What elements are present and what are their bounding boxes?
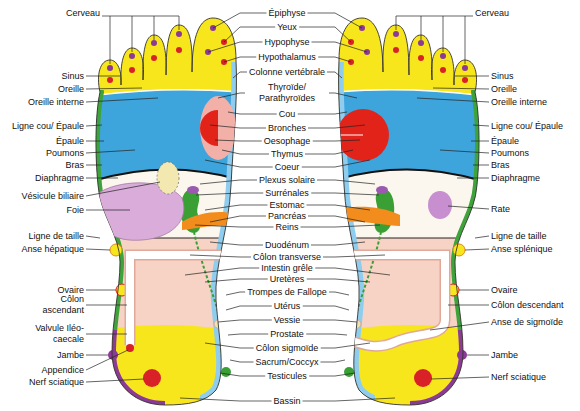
organ-label: Épaule: [491, 136, 519, 147]
organ-label: Oesophage: [262, 136, 313, 147]
organ-label: Appendice: [41, 365, 84, 376]
organ-label: Poumons: [491, 148, 529, 159]
organ-label: Bronches: [266, 123, 308, 134]
organ-label: Oreille interne: [491, 97, 547, 108]
organ-label: Thymus: [269, 149, 305, 160]
organ-label: Vésicule biliaire: [21, 191, 84, 202]
organ-label: Hypophyse: [262, 37, 311, 48]
organ-label: Cerveau: [475, 8, 509, 19]
colon: [130, 255, 232, 345]
leader-line: [396, 16, 489, 379]
colon-edge: [130, 255, 232, 345]
organ-label: Valvule Iléo-caecale: [22, 323, 84, 345]
spleen: [428, 191, 452, 219]
stomach: [341, 207, 400, 226]
organ-label: Cou: [277, 109, 298, 120]
organ-label: Bras: [65, 160, 84, 171]
organ-label: Uretères: [268, 274, 307, 285]
organ-label: Sacrum/Coccyx: [253, 357, 320, 368]
organ-label: Ligne cou/ Épaule: [12, 121, 84, 132]
organ-label: Côlon sigmoïde: [254, 343, 321, 354]
organ-label: Nerf sciatique: [491, 372, 546, 383]
organ-label: Estomac: [267, 200, 306, 211]
organ-label: Épaule: [56, 136, 84, 147]
organ-label: Poumons: [46, 148, 84, 159]
organ-label: Côlon transverse: [251, 252, 323, 263]
organ-label: Surrénales: [263, 188, 311, 199]
thyroid-zone: [200, 96, 236, 160]
organ-label: Ligne de taille: [28, 231, 84, 242]
organ-label: Reins: [273, 222, 300, 233]
organ-label: Thyroïde/ Parathyroïdes: [245, 82, 329, 104]
organ-label: Oreille interne: [28, 97, 84, 108]
leader-line: [180, 13, 395, 401]
gallbladder: [157, 162, 179, 194]
organ-label: Rate: [491, 204, 510, 215]
organ-label: Anse splénique: [491, 244, 553, 255]
leader-line: [86, 16, 179, 382]
organ-label: Plexus solaire: [257, 175, 317, 186]
organ-label: Anse hépatique: [21, 244, 84, 255]
organ-label: Sinus: [61, 71, 84, 82]
organ-label: Ligne de taille: [491, 231, 547, 242]
heart-line: [335, 135, 363, 136]
organ-label: Bassin: [271, 396, 302, 407]
stomach: [182, 212, 234, 230]
organ-label: Jambe: [491, 350, 518, 361]
organ-label: Cerveau: [66, 8, 100, 19]
organ-label: Duodénum: [263, 240, 311, 251]
organ-label: Pancréas: [266, 211, 308, 222]
leader-lines: [86, 13, 489, 401]
organ-label: Nerf sciatique: [29, 377, 84, 388]
organ-label: Oreille: [58, 84, 84, 95]
organ-label: Jambe: [57, 350, 84, 361]
organ-label: Oreille: [491, 84, 517, 95]
colon: [343, 255, 445, 346]
organ-label: Prostate: [268, 329, 306, 340]
organ-label: Épiphyse: [266, 8, 307, 19]
organ-label: Foie: [66, 205, 84, 216]
organ-label: Hypothalamus: [256, 52, 318, 63]
organ-label: Yeux: [275, 22, 299, 33]
organ-label: Ovaire: [491, 285, 518, 296]
organ-label: Bras: [491, 160, 510, 171]
organ-label: Testicules: [265, 371, 309, 382]
organ-label: Utérus: [272, 301, 303, 312]
organ-label: Colonne vertébrale: [247, 67, 327, 78]
organ-label: Ovaire: [57, 285, 84, 296]
organ-label: Anse de sigmoïde: [491, 317, 563, 328]
organ-label: Intestin grêle: [259, 263, 315, 274]
organ-label: Vessie: [272, 315, 303, 326]
organ-label: Diaphragme: [491, 173, 540, 184]
organ-label: Côlon descendant: [491, 300, 564, 311]
organ-label: Sinus: [491, 71, 514, 82]
colon-edge: [343, 255, 445, 346]
organ-label: Coeur: [273, 162, 302, 173]
organ-label: Côlon ascendant: [32, 294, 84, 316]
organ-label: Trompes de Fallope: [245, 287, 329, 298]
appendix-dot: [126, 344, 134, 352]
heart-zone: [200, 110, 218, 146]
organ-label: Ligne cou/ Épaule: [491, 121, 563, 132]
organ-label: Diaphragme: [35, 173, 84, 184]
